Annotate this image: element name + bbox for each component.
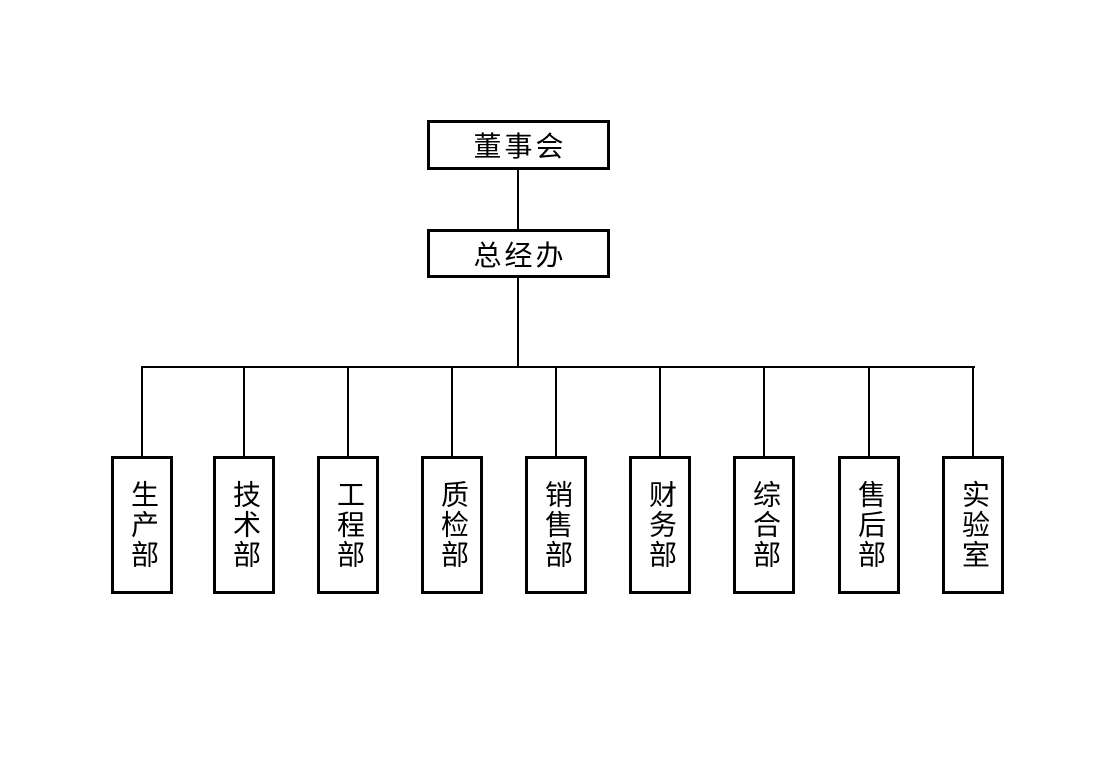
connector-drop-5 <box>555 367 557 456</box>
org-node-gm-office: 总经办 <box>427 229 610 278</box>
org-node-department-finance: 财务部 <box>629 456 691 594</box>
org-node-department-label: 售后部 <box>854 480 885 570</box>
connector-drop-2 <box>243 367 245 456</box>
org-node-department-label: 综合部 <box>749 480 780 570</box>
connector-drop-4 <box>451 367 453 456</box>
connector-drop-8 <box>868 367 870 456</box>
org-node-department-laboratory: 实验室 <box>942 456 1004 594</box>
org-node-department-label: 质检部 <box>437 480 468 570</box>
org-node-department-after-sales: 售后部 <box>838 456 900 594</box>
org-node-department-production: 生产部 <box>111 456 173 594</box>
org-node-department-general-affairs: 综合部 <box>733 456 795 594</box>
connector-gm-bus <box>517 277 519 368</box>
org-node-department-label: 生产部 <box>127 480 158 570</box>
org-node-department-quality: 质检部 <box>421 456 483 594</box>
org-node-board-label: 董事会 <box>473 132 567 163</box>
org-node-department-engineering: 工程部 <box>317 456 379 594</box>
connector-drop-1 <box>141 367 143 456</box>
org-node-department-sales: 销售部 <box>525 456 587 594</box>
connector-board-gm <box>517 169 519 230</box>
org-node-board: 董事会 <box>427 120 610 170</box>
org-node-department-label: 财务部 <box>645 480 676 570</box>
connector-bus <box>141 366 975 368</box>
org-node-department-label: 技术部 <box>229 480 260 570</box>
org-node-department-label: 工程部 <box>333 480 364 570</box>
connector-drop-6 <box>659 367 661 456</box>
org-node-gm-office-label: 总经办 <box>473 240 567 272</box>
connector-drop-9 <box>972 367 974 456</box>
connector-drop-3 <box>347 367 349 456</box>
org-node-department-technology: 技术部 <box>213 456 275 594</box>
org-node-department-label: 实验室 <box>958 480 989 570</box>
org-node-department-label: 销售部 <box>541 480 572 570</box>
connector-drop-7 <box>763 367 765 456</box>
